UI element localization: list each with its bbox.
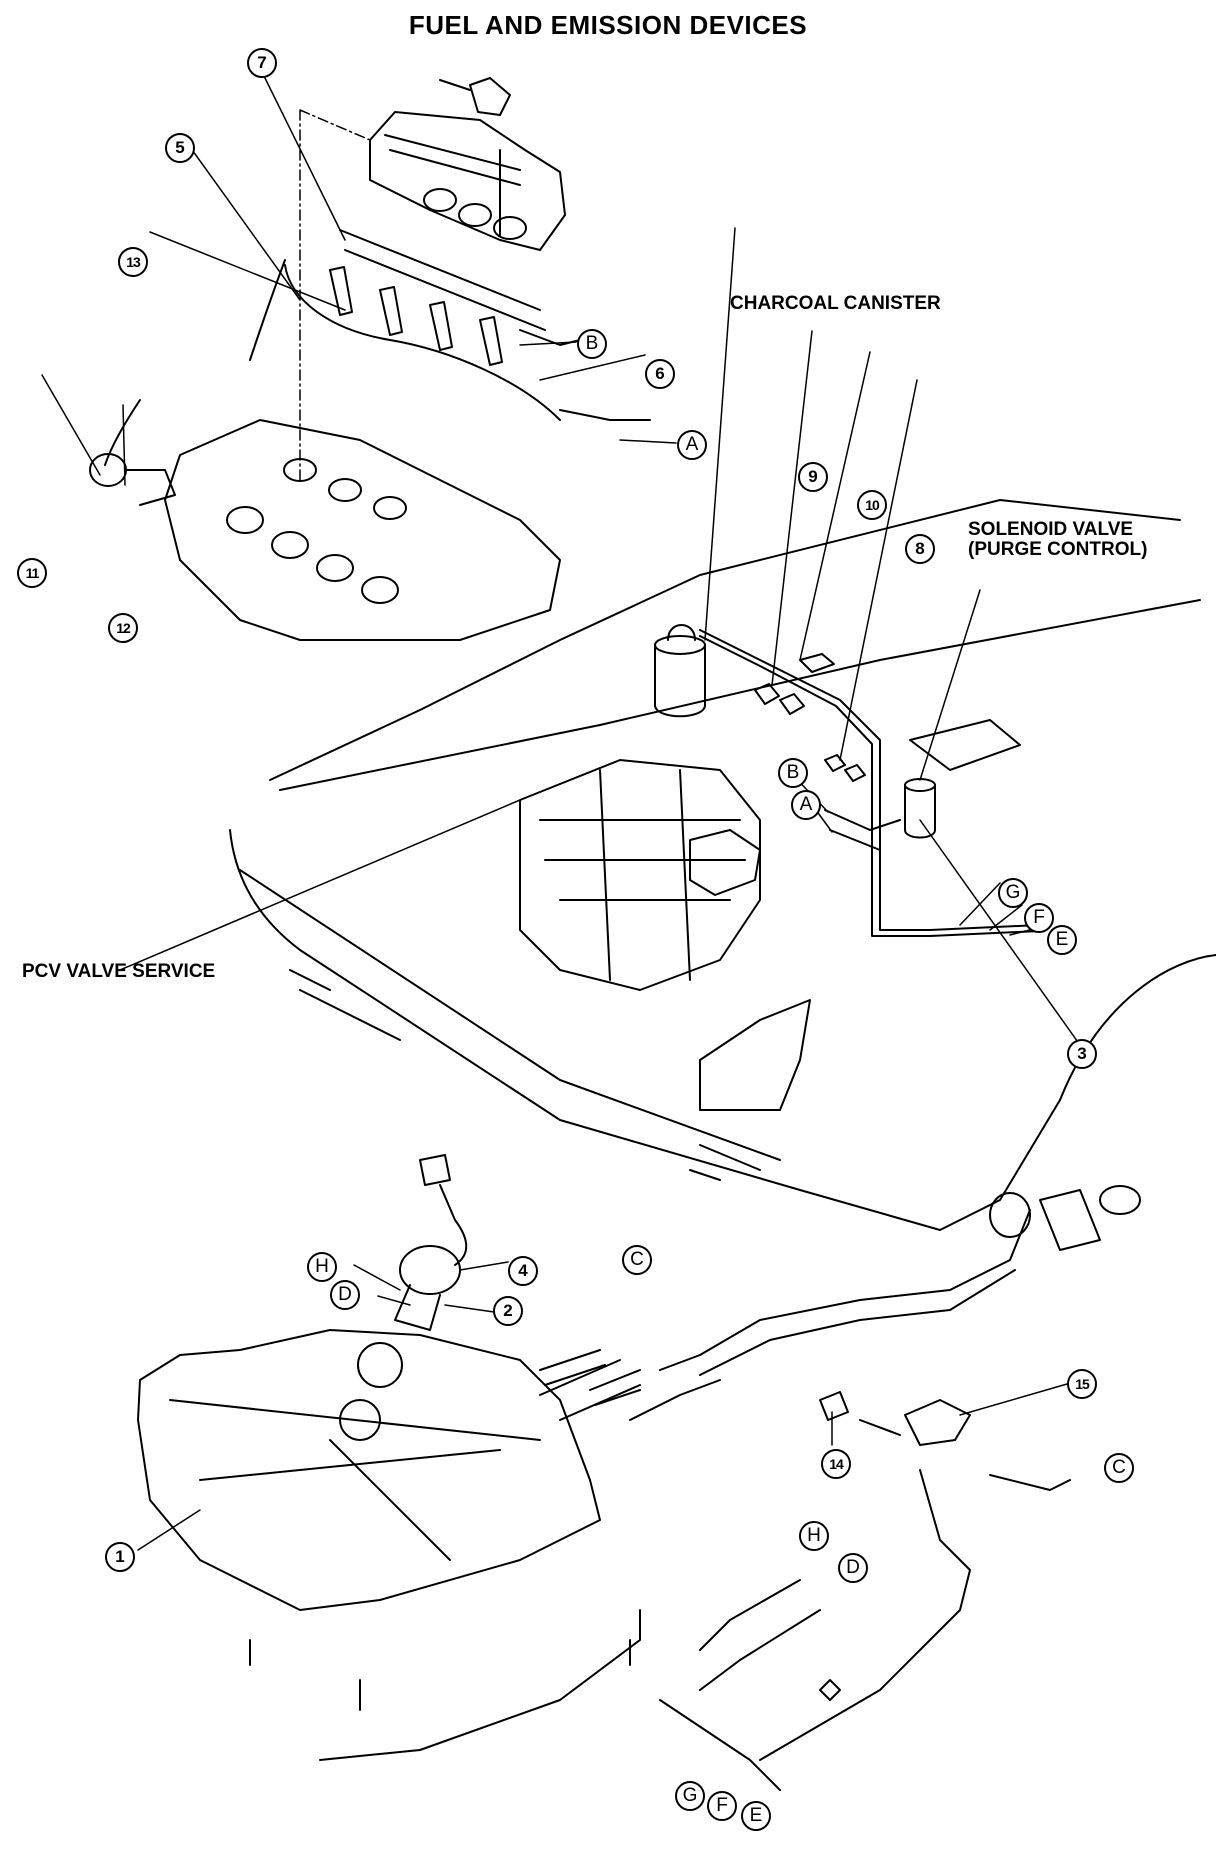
intake-manifold-assembly — [89, 77, 651, 641]
callout-c-hoses: C — [622, 1245, 652, 1275]
hose-a — [559, 409, 651, 421]
label-solenoid-valve-line2: (PURGE CONTROL) — [968, 539, 1148, 560]
leader-lines-vehicle — [119, 227, 1081, 1046]
callout-8: 8 — [905, 534, 935, 564]
grille-lines — [289, 969, 761, 1181]
callout-f-lines: F — [707, 1791, 737, 1821]
solenoid-valves — [754, 653, 835, 715]
callout-c-vent: C — [1104, 1453, 1134, 1483]
leader-lines-upper — [41, 71, 677, 486]
bumper-lower — [239, 869, 781, 1161]
callout-b-bay: B — [778, 758, 808, 788]
engine-block — [519, 759, 761, 991]
callout-e-bay: E — [1047, 925, 1077, 955]
fuel-rail — [339, 229, 546, 331]
label-solenoid-valve-line1: SOLENOID VALVE — [968, 519, 1134, 540]
callout-4: 4 — [508, 1256, 538, 1286]
callout-g-lines: G — [675, 1781, 705, 1811]
callout-1: 1 — [105, 1542, 135, 1572]
callout-a-bay: A — [791, 790, 821, 820]
charcoal-canister — [654, 624, 706, 718]
distributor — [689, 829, 761, 896]
callout-10: 10 — [857, 490, 887, 520]
lower-manifold — [164, 419, 561, 641]
vent-hose — [859, 1419, 1071, 1491]
callout-h-lines: H — [799, 1521, 829, 1551]
callout-12: 12 — [108, 613, 138, 643]
wheel-arch — [1059, 954, 1216, 1101]
callout-6: 6 — [645, 359, 675, 389]
label-pcv-valve-service: PCV VALVE SERVICE — [22, 961, 216, 982]
fuel-tank — [137, 1329, 601, 1611]
check-valve-top — [904, 778, 936, 792]
callout-3: 3 — [1067, 1039, 1097, 1069]
mounting-bolts — [249, 1639, 631, 1711]
two-way-check-valve — [904, 1399, 971, 1446]
relay-box — [909, 719, 1021, 771]
purge-valve — [824, 754, 866, 782]
filler-cap-parts — [1039, 1185, 1141, 1251]
pump-connector — [419, 1154, 468, 1266]
fender-line — [279, 599, 1201, 791]
callout-11: 11 — [17, 558, 47, 588]
sender-opening — [357, 1342, 403, 1388]
vehicle-engine-bay — [229, 499, 1216, 1231]
callout-14: 14 — [821, 1449, 851, 1479]
filler-neck — [989, 1192, 1031, 1238]
fuel-lines-lower — [659, 1469, 971, 1791]
idle-air-control-valve — [89, 453, 176, 506]
intake-ports — [423, 188, 527, 240]
plenum-detail — [384, 134, 521, 236]
callout-a-upper: A — [677, 430, 707, 460]
rollover-valve — [819, 1391, 849, 1421]
pump-opening — [339, 1399, 381, 1441]
top-sensor — [439, 77, 511, 116]
fuel-injectors — [329, 266, 503, 366]
alignment-line — [299, 109, 371, 481]
manifold-runners — [226, 458, 407, 604]
intake-plenum — [369, 111, 566, 251]
callout-b-upper: B — [577, 329, 607, 359]
hose-sections — [539, 1349, 721, 1421]
tank-ribs — [169, 1399, 541, 1561]
callout-f-bay: F — [1024, 903, 1054, 933]
hose-ab-bay — [824, 809, 901, 851]
diagram-title: FUEL AND EMISSION DEVICES — [408, 10, 808, 40]
front-bumper — [229, 829, 1061, 1231]
label-charcoal-canister: CHARCOAL CANISTER — [730, 293, 941, 314]
callout-h-pump: H — [307, 1252, 337, 1282]
callout-g-bay: G — [998, 878, 1028, 908]
vapor-lines — [699, 629, 1041, 937]
engine-details — [539, 769, 746, 981]
callout-13: 13 — [118, 247, 148, 277]
injector-harness — [249, 259, 561, 421]
callout-d-pump: D — [330, 1280, 360, 1310]
leader-lines-tank — [137, 1261, 1068, 1551]
label-solenoid-valve: SOLENOID VALVE (PURGE CONTROL) — [968, 520, 1147, 560]
callout-7: 7 — [247, 48, 277, 78]
line-bracket — [819, 1679, 841, 1701]
callout-2: 2 — [493, 1296, 523, 1326]
filler-pipe-hoses — [539, 1209, 1031, 1421]
check-valve — [904, 784, 936, 839]
headlamp — [699, 999, 811, 1111]
hood-outline — [269, 499, 1181, 781]
callout-e-lines: E — [741, 1801, 771, 1831]
fuel-pump — [394, 1245, 461, 1331]
tank-strap — [319, 1609, 641, 1761]
callout-5: 5 — [165, 133, 195, 163]
callout-d-lines: D — [838, 1553, 868, 1583]
fuel-tank-assembly — [137, 1154, 1141, 1791]
callout-9: 9 — [798, 462, 828, 492]
callout-15: 15 — [1067, 1369, 1097, 1399]
vacuum-hose — [104, 399, 141, 466]
